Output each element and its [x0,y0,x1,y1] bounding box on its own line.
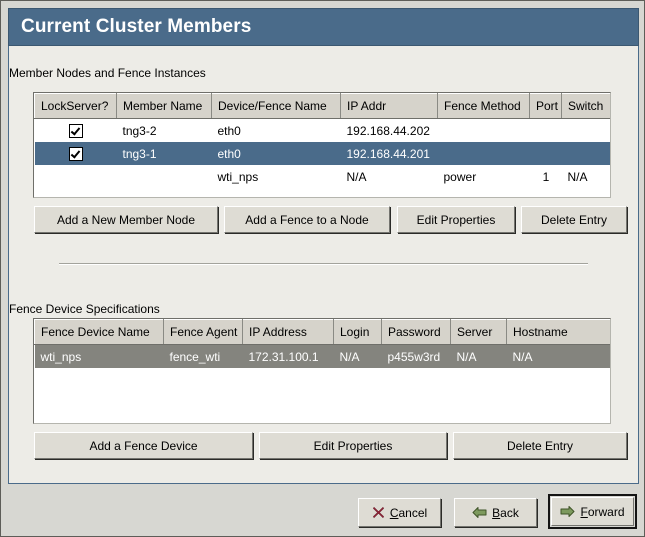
cell-port [529,142,562,165]
lockserver-checkbox-cell [34,165,117,188]
add-new-member-node-button[interactable]: Add a New Member Node [34,206,218,233]
forward-button-label: Forward [580,505,624,519]
fence-device-grid: Fence Device Name Fence Agent IP Address… [34,319,610,368]
column-header-fence-method[interactable]: Fence Method [437,93,530,119]
forward-label-rest: orward [587,504,625,519]
cell-login: N/A [333,344,382,368]
cell-member-name [116,165,212,188]
back-mnemonic: B [492,505,501,520]
cell-fence-agent: fence_wti [163,344,243,368]
column-header-device-fence-name[interactable]: Device/Fence Name [211,93,341,119]
cell-hostname: N/A [506,344,610,368]
cancel-button-label: Cancel [390,506,427,520]
arrow-left-icon [472,506,487,519]
table-row[interactable]: wti_nps fence_wti 172.31.100.1 N/A p455w… [34,344,610,368]
page-title: Current Cluster Members [21,16,252,37]
cell-password: p455w3rd [381,344,451,368]
cell-port: 1 [529,165,562,188]
column-header-hostname[interactable]: Hostname [506,319,610,345]
section-divider [59,263,588,265]
back-button-label: Back [492,506,519,520]
dialog-action-bar: Cancel Back Forward [2,485,644,536]
back-label-rest: ack [500,505,519,520]
add-fence-to-node-button[interactable]: Add a Fence to a Node [224,206,390,233]
cell-fence-method: power [437,165,530,188]
cell-device-fence-name: eth0 [211,118,341,142]
checkbox-checked-icon[interactable] [69,146,83,161]
column-header-port[interactable]: Port [529,93,562,119]
cell-device-fence-name: eth0 [211,142,341,165]
column-header-switch[interactable]: Switch [561,93,610,119]
column-header-login[interactable]: Login [333,319,382,345]
table-row[interactable]: wti_nps N/A power 1 N/A [34,165,610,188]
cell-member-name: tng3-2 [116,118,212,142]
column-header-ip-address[interactable]: IP Address [242,319,334,345]
edit-member-properties-button[interactable]: Edit Properties [397,206,515,233]
column-header-fence-agent[interactable]: Fence Agent [163,319,243,345]
column-header-fence-device-name[interactable]: Fence Device Name [34,319,164,345]
cell-switch: N/A [561,165,610,188]
member-nodes-grid: LockServer? Member Name Device/Fence Nam… [34,93,610,188]
delete-fence-entry-button[interactable]: Delete Entry [453,432,627,459]
cell-device-fence-name: wti_nps [211,165,341,188]
cell-ip-addr: 192.168.44.202 [340,118,438,142]
column-header-server[interactable]: Server [450,319,507,345]
fence-device-table[interactable]: Fence Device Name Fence Agent IP Address… [33,318,611,424]
member-nodes-table[interactable]: LockServer? Member Name Device/Fence Nam… [33,92,611,198]
forward-default-frame: Forward [548,494,637,529]
cell-fence-device-name: wti_nps [34,344,164,368]
cell-fence-method [437,118,530,142]
column-header-ip-addr[interactable]: IP Addr [340,93,438,119]
column-header-password[interactable]: Password [381,319,451,345]
cancel-mnemonic: C [389,505,399,520]
cell-port [529,118,562,142]
cell-member-name: tng3-1 [116,142,212,165]
member-nodes-header-row: LockServer? Member Name Device/Fence Nam… [34,93,610,119]
forward-mnemonic: F [580,504,588,519]
cell-ip-addr: N/A [340,165,438,188]
members-caption: Member Nodes and Fence Instances [9,66,206,80]
fence-caption: Fence Device Specifications [9,302,160,316]
forward-button[interactable]: Forward [551,497,634,526]
table-row[interactable]: tng3-1 eth0 192.168.44.201 [34,142,610,165]
cell-ip-address: 172.31.100.1 [242,344,334,368]
cell-ip-addr: 192.168.44.201 [340,142,438,165]
table-row[interactable]: tng3-2 eth0 192.168.44.202 [34,118,610,142]
add-fence-device-button[interactable]: Add a Fence Device [34,432,253,459]
fence-device-header-row: Fence Device Name Fence Agent IP Address… [34,319,610,345]
cell-switch [561,118,610,142]
cancel-x-icon [372,506,385,519]
edit-fence-properties-button[interactable]: Edit Properties [259,432,447,459]
delete-member-entry-button[interactable]: Delete Entry [521,206,627,233]
lockserver-checkbox-cell[interactable] [34,118,117,142]
arrow-right-icon [560,505,575,518]
content-panel: Member Nodes and Fence Instances LockSer… [8,46,639,484]
lockserver-checkbox-cell[interactable] [34,142,117,165]
column-header-member-name[interactable]: Member Name [116,93,212,119]
column-header-lockserver[interactable]: LockServer? [34,93,117,119]
cell-server: N/A [450,344,507,368]
cell-switch [561,142,610,165]
back-button[interactable]: Back [454,498,537,527]
cancel-label-rest: ancel [398,505,428,520]
cell-fence-method [437,142,530,165]
title-bar: Current Cluster Members [8,8,639,46]
checkbox-checked-icon[interactable] [69,123,83,138]
cancel-button[interactable]: Cancel [358,498,441,527]
